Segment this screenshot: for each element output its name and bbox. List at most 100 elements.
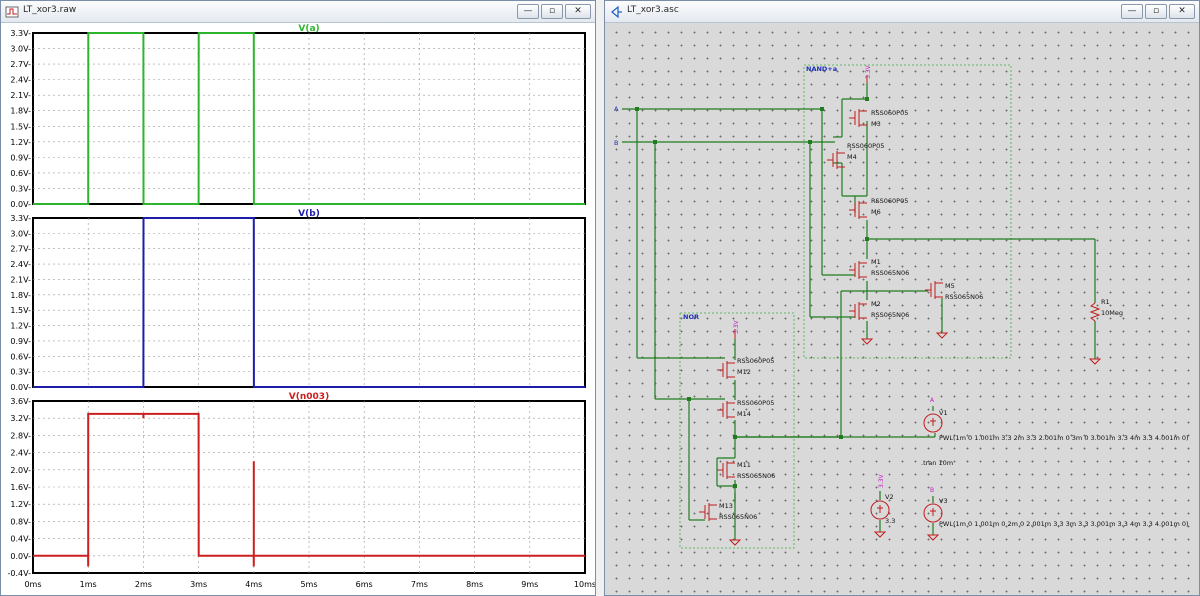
net-label-b: B xyxy=(614,139,618,147)
vdd-flag-label: 3.3V xyxy=(865,64,872,79)
schematic-canvas[interactable]: NAND+a NOR xyxy=(605,23,1199,596)
source-value: PWL(1m 0 1.001m 3.3 2m 3.3 2.001m 0 3m 0… xyxy=(939,434,1189,442)
y-tick-label: 0.0V- xyxy=(10,383,31,392)
x-tick-label: 5ms xyxy=(300,580,317,589)
schematic-window[interactable]: LT_xor3.asc — ▫ ✕ NAND+a NOR xyxy=(604,0,1200,596)
device-model: RSS065N06 xyxy=(719,513,757,521)
source-value: PWL(1m 0 1.001m 0 2m 0 2.001m 3.3 3m 3.3… xyxy=(939,520,1189,528)
y-tick-label: 1.2V- xyxy=(10,138,31,147)
y-tick-label: 2.1V- xyxy=(10,275,31,284)
device-ref: M14 xyxy=(737,410,751,418)
device-ref: M11 xyxy=(737,461,751,469)
schematic-wires xyxy=(622,83,1096,540)
mosfet-M11[interactable] xyxy=(717,461,735,479)
device-model: RSS060P05 xyxy=(737,357,774,365)
voltage-source-V1[interactable] xyxy=(923,413,943,433)
y-tick-label: 2.4V- xyxy=(10,260,31,269)
source-value: 3.3 xyxy=(885,517,895,525)
device-ref: M5 xyxy=(945,282,955,290)
mosfet-M5[interactable] xyxy=(925,281,943,299)
y-tick-label: 2.4V- xyxy=(10,76,31,85)
y-tick-label: 1.5V- xyxy=(10,306,31,315)
device-ref: M12 xyxy=(737,368,751,376)
minimize-button[interactable]: — xyxy=(1121,4,1143,19)
y-tick-label: 1.2V- xyxy=(10,322,31,331)
waveform-window-title: LT_xor3.raw xyxy=(23,5,77,15)
mosfet-M13[interactable] xyxy=(699,503,717,521)
schematic-app-icon xyxy=(611,5,622,19)
source-node-label: A xyxy=(930,397,935,404)
trace-line[interactable] xyxy=(33,32,585,205)
mosfet-M4[interactable] xyxy=(827,151,845,169)
x-tick-label: 10ms xyxy=(574,580,596,589)
mosfet-M3[interactable] xyxy=(849,109,867,127)
trace-title[interactable]: V(a) xyxy=(298,24,319,34)
device-model: RSS065N06 xyxy=(737,472,775,480)
y-tick-label: 0.8V- xyxy=(10,517,31,526)
y-tick-label: 2.7V- xyxy=(10,60,31,69)
nand-group-box xyxy=(803,64,1012,359)
y-tick-label: 3.0V- xyxy=(10,229,31,238)
y-tick-label: 3.0V- xyxy=(10,45,31,54)
mosfet-M6[interactable] xyxy=(849,201,867,219)
waveform-plots[interactable]: 3.3V- 3.0V- 2.7V- 2.4V- 2.1V- 1.8V- 1.5V- 1.2V-… xyxy=(1,23,596,596)
y-tick-label: 0.3V- xyxy=(10,184,31,193)
device-model: RSS060P05 xyxy=(871,197,908,205)
close-button[interactable]: ✕ xyxy=(565,4,591,19)
voltage-source-V2[interactable] xyxy=(870,500,890,520)
y-tick-label: 3.2V- xyxy=(10,414,31,423)
tran-directive[interactable]: .tran 10m xyxy=(921,459,953,467)
restore-button[interactable]: ▫ xyxy=(1145,4,1167,19)
trace-line[interactable] xyxy=(33,412,585,567)
waveform-plot-area[interactable]: 3.3V- 3.0V- 2.7V- 2.4V- 2.1V- 1.8V- 1.5V- 1.2V-… xyxy=(1,23,596,596)
x-tick-label: 2ms xyxy=(135,580,152,589)
schematic-drawing[interactable]: NAND+a NOR xyxy=(605,23,1199,596)
trace-line[interactable] xyxy=(33,217,585,388)
mosfet-M2[interactable] xyxy=(849,302,867,320)
y-tick-label: 1.8V- xyxy=(10,291,31,300)
restore-button[interactable]: ▫ xyxy=(541,4,563,19)
wire-junctions xyxy=(635,97,869,488)
mosfet-M1[interactable] xyxy=(849,261,867,279)
x-tick-label: 8ms xyxy=(466,580,483,589)
device-ref: M1 xyxy=(871,258,881,266)
y-tick-label: 0.9V- xyxy=(10,153,31,162)
mosfet-M14[interactable] xyxy=(717,401,735,419)
source-node-label: 3.3V xyxy=(878,473,885,488)
voltage-source-V3[interactable] xyxy=(923,503,943,523)
y-tick-label: 3.6V- xyxy=(10,397,31,406)
ground-symbols xyxy=(728,332,1102,546)
device-ref: M2 xyxy=(871,300,881,308)
source-node-label: B xyxy=(930,487,934,494)
y-tick-label: 0.0V- xyxy=(10,200,31,209)
schematic-titlebar[interactable]: LT_xor3.asc — ▫ ✕ xyxy=(605,1,1199,23)
y-tick-label: -0.4V- xyxy=(8,569,32,578)
y-tick-label: 0.6V- xyxy=(10,352,31,361)
x-tick-label: 7ms xyxy=(411,580,428,589)
x-tick-label: 1ms xyxy=(80,580,97,589)
trace-title[interactable]: V(n003) xyxy=(289,392,329,402)
device-model: RSS060P05 xyxy=(871,109,908,117)
close-button[interactable]: ✕ xyxy=(1169,4,1195,19)
y-tick-label: 3.3V- xyxy=(10,214,31,223)
resistor-R1[interactable] xyxy=(1089,302,1101,322)
device-model: RSS060P05 xyxy=(737,399,774,407)
minimize-button[interactable]: — xyxy=(517,4,539,19)
trace-title[interactable]: V(b) xyxy=(298,209,320,219)
mosfet-M12[interactable] xyxy=(717,361,735,379)
device-ref: M6 xyxy=(871,208,881,216)
vdd-flag-label: 3.3V xyxy=(733,319,740,334)
vdd-flag-nor: 3.3V xyxy=(733,319,740,339)
y-tick-label: 0.3V- xyxy=(10,368,31,377)
x-tick-label: 6ms xyxy=(356,580,373,589)
y-tick-label: 0.0V- xyxy=(10,552,31,561)
device-model: RSS065N06 xyxy=(871,269,909,277)
nor-group-box xyxy=(679,312,795,549)
x-tick-label: 0ms xyxy=(24,580,41,589)
device-model: RSS065N06 xyxy=(871,311,909,319)
y-tick-label: 0.6V- xyxy=(10,169,31,178)
waveform-titlebar[interactable]: LT_xor3.raw — ▫ ✕ xyxy=(1,1,595,23)
waveform-window[interactable]: LT_xor3.raw — ▫ ✕ 3.3V- 3.0V- 2.7V- 2.4V- 2.… xyxy=(0,0,596,596)
y-tick-label: 3.3V- xyxy=(10,29,31,38)
x-tick-label: 3ms xyxy=(190,580,207,589)
